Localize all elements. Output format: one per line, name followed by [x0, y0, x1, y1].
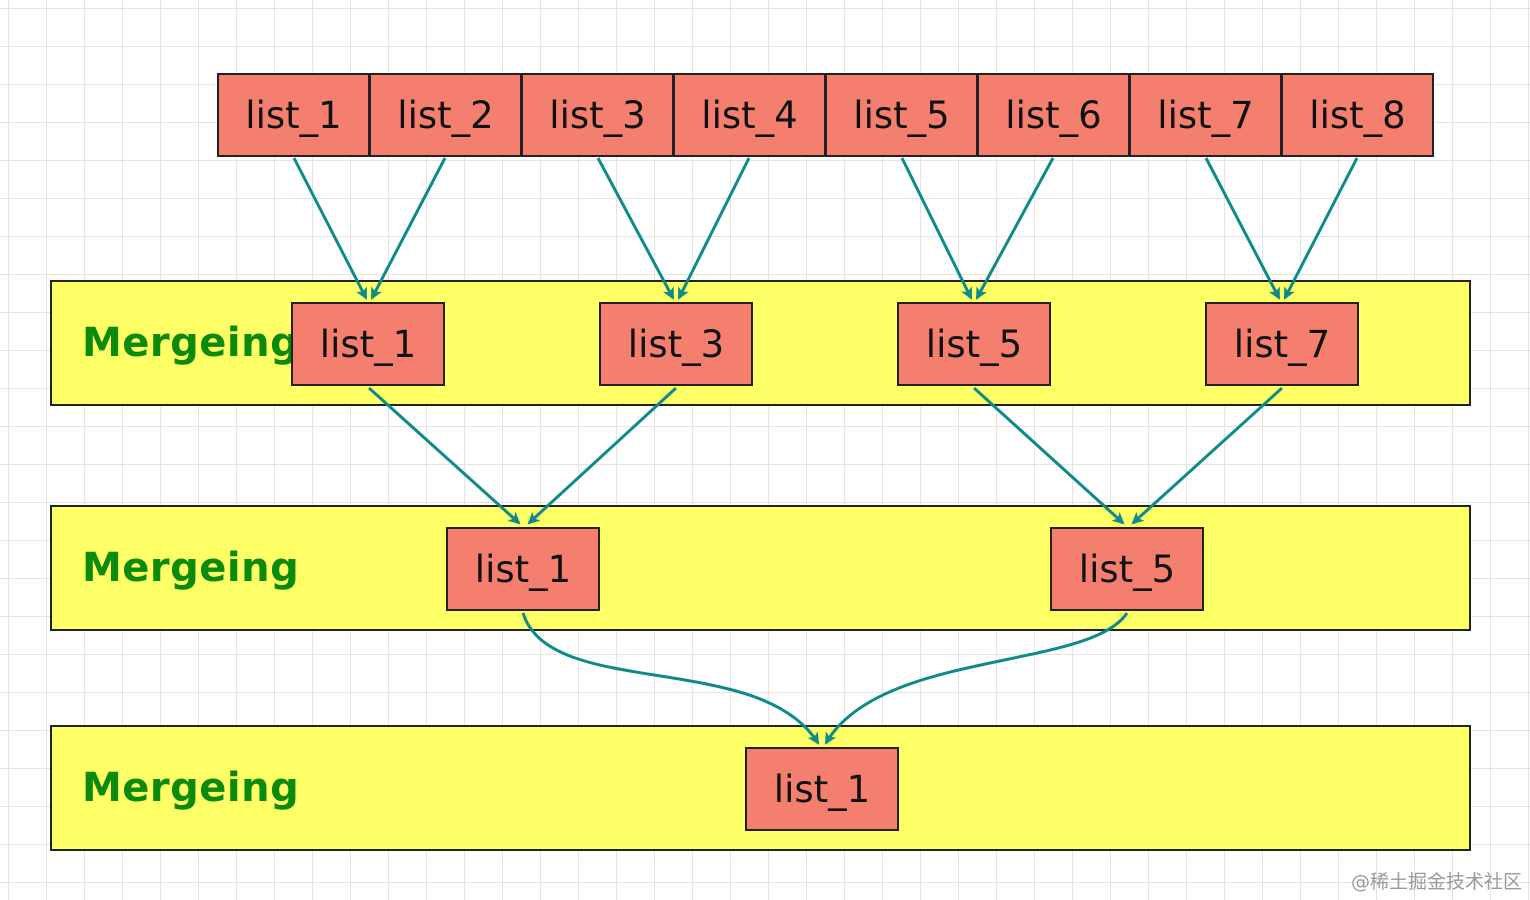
- arrow-s1-3-to-s2-1: [527, 386, 678, 525]
- arrow-s2-5-to-s3-1: [824, 612, 1129, 745]
- arrow-top1-to-s1-1: [292, 157, 368, 300]
- stage-1-list-5: list_5: [897, 302, 1051, 386]
- top-list-1: list_1: [217, 73, 370, 157]
- top-list-7: list_7: [1129, 73, 1282, 157]
- arrow-s1-7-to-s2-5: [1131, 386, 1284, 525]
- stage-1-list-1: list_1: [291, 302, 445, 386]
- top-list-6: list_6: [977, 73, 1130, 157]
- top-list-3: list_3: [521, 73, 674, 157]
- arrow-top3-to-s1-3: [596, 157, 675, 300]
- arrow-s1-5-to-s2-5: [972, 386, 1125, 525]
- stage-2-label: Mergeing: [82, 545, 300, 591]
- stage-3-label: Mergeing: [82, 765, 300, 811]
- top-list-4: list_4: [673, 73, 826, 157]
- stage-3-list-1: list_1: [745, 747, 899, 831]
- arrow-top5-to-s1-5: [900, 157, 973, 300]
- top-list-8: list_8: [1281, 73, 1434, 157]
- arrow-top2-to-s1-1: [370, 157, 447, 300]
- watermark: @稀土掘金技术社区: [1350, 871, 1522, 893]
- arrow-top7-to-s1-7: [1204, 157, 1281, 300]
- arrow-s2-1-to-s3-1: [521, 612, 820, 745]
- arrow-top8-to-s1-7: [1283, 157, 1359, 300]
- top-list-5: list_5: [825, 73, 978, 157]
- arrow-s1-1-to-s2-1: [367, 386, 521, 525]
- top-list-2: list_2: [369, 73, 522, 157]
- arrow-top6-to-s1-5: [975, 157, 1055, 300]
- stage-2-list-1: list_1: [446, 527, 600, 611]
- merge-stage-2: Mergeing: [50, 505, 1471, 631]
- stage-2-list-5: list_5: [1050, 527, 1204, 611]
- arrow-top4-to-s1-3: [677, 157, 751, 300]
- stage-1-list-3: list_3: [599, 302, 753, 386]
- stage-1-label: Mergeing: [82, 320, 300, 366]
- stage-1-list-7: list_7: [1205, 302, 1359, 386]
